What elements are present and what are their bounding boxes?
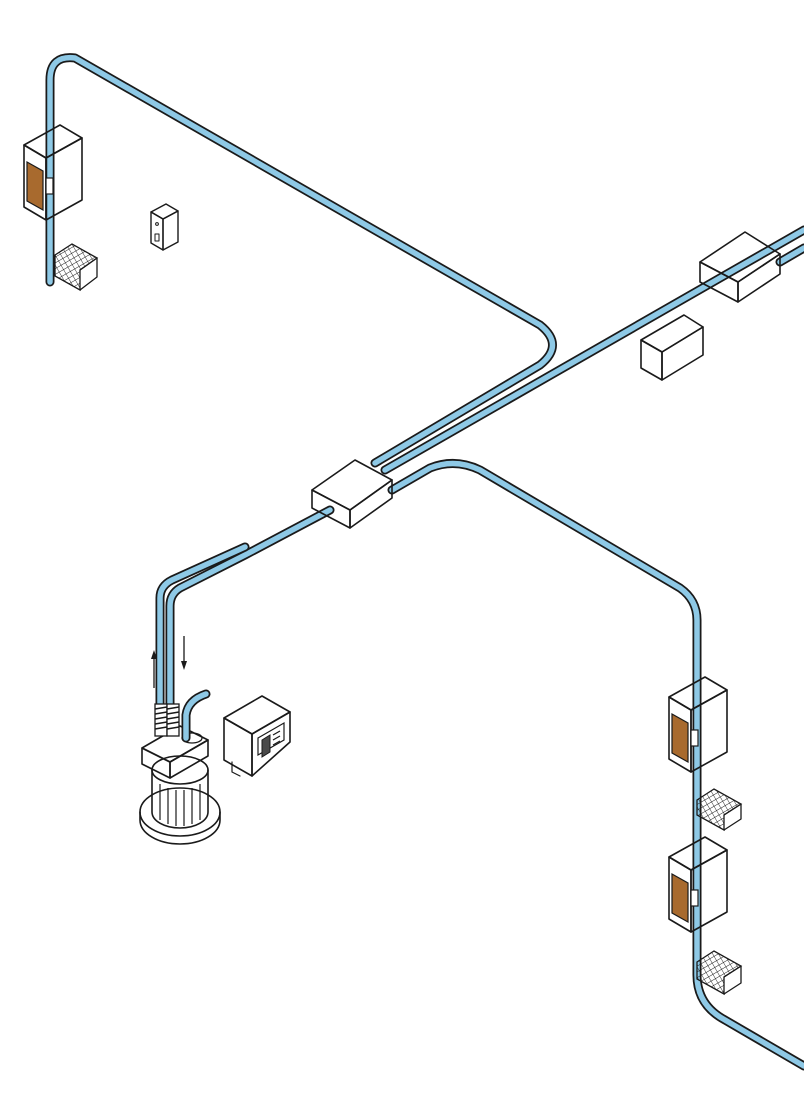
pump-body (151, 769, 209, 829)
cabinet-door (671, 872, 689, 924)
pipe-right-loop-fill (389, 460, 804, 1069)
pump-control-panel[interactable] (223, 695, 291, 777)
cable-gland-left (154, 703, 168, 737)
mesh-basket-right-lower[interactable] (696, 950, 743, 996)
cabinet-handle (690, 889, 699, 907)
pipe-top-loop-fill (47, 54, 556, 466)
cabinet-right-upper[interactable] (668, 676, 728, 773)
pipe-main-upper-a-fill (382, 227, 804, 473)
switch-dot (155, 222, 159, 226)
pump-ribs (159, 784, 201, 826)
pipe-right-loop (387, 459, 804, 1071)
cabinet-door (26, 160, 44, 212)
pipe-network (45, 53, 804, 1071)
cabinet-right-lower[interactable] (668, 836, 728, 933)
pipe-to-pump-b-fill (157, 544, 248, 708)
flow-arrow-down-icon (181, 636, 187, 670)
spare-box[interactable] (640, 314, 704, 381)
submersible-pump[interactable] (139, 689, 221, 845)
panel-switches (272, 730, 281, 746)
cabinet-handle (690, 729, 699, 747)
pipe-to-pump-a-fill (167, 507, 333, 708)
switch-slot (154, 233, 160, 242)
pipe-main-upper-b-fill (777, 245, 804, 265)
mesh-basket-right-upper[interactable] (696, 788, 743, 832)
panel-display (261, 734, 271, 758)
mesh-basket-top-left[interactable] (54, 243, 99, 292)
junction-box-top-right[interactable] (699, 231, 781, 303)
cabinet-door (671, 712, 689, 764)
junction-box-center[interactable] (311, 459, 393, 529)
cabinet-handle (45, 177, 54, 195)
flow-arrow-up-icon (151, 650, 157, 688)
cable-gland-right (166, 703, 180, 737)
small-switch-box[interactable] (150, 203, 179, 251)
pipe-to-pump-a (165, 505, 335, 710)
cabinet-top-left[interactable] (23, 124, 83, 221)
